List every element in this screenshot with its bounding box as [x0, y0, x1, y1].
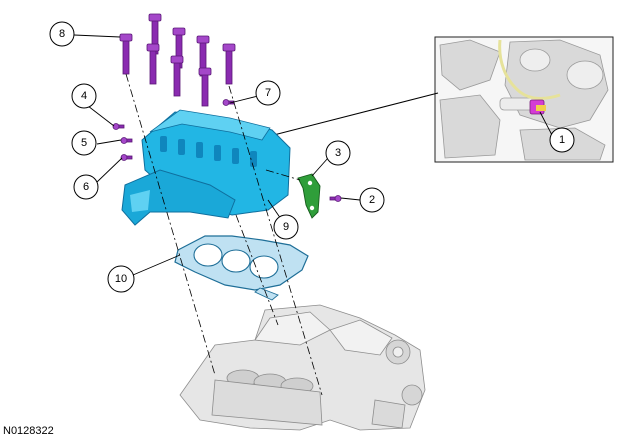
svg-text:2: 2: [369, 194, 375, 206]
svg-text:4: 4: [81, 90, 87, 102]
inset-detail-view: [434, 36, 614, 163]
callout-6: 6: [73, 174, 99, 200]
svg-text:8: 8: [59, 28, 65, 40]
callout-10: 10: [107, 265, 135, 293]
callout-9: 9: [273, 214, 299, 240]
inset-wire: [498, 39, 561, 100]
cylinder-head: [121, 109, 291, 226]
bracket: [297, 173, 321, 219]
small-bolt-5: [120, 137, 133, 144]
callouts: 8 4 5 6 7 3 2 9: [49, 21, 575, 293]
small-bolt-4: [112, 123, 125, 130]
svg-text:1: 1: [559, 134, 565, 146]
bolt: [148, 13, 162, 55]
svg-text:10: 10: [115, 273, 127, 285]
bolt: [146, 43, 160, 85]
callout-leaders: [73, 34, 554, 276]
small-bolt-2: [329, 195, 342, 202]
engine-block: [179, 304, 426, 431]
bolt: [222, 43, 236, 85]
svg-text:9: 9: [283, 221, 289, 233]
callout-4: 4: [71, 83, 97, 109]
callout-1: 1: [549, 127, 575, 153]
svg-text:7: 7: [265, 87, 271, 99]
svg-text:3: 3: [335, 147, 341, 159]
figure-code: N0128322: [3, 425, 54, 437]
bolt: [170, 55, 184, 97]
callout-3: 3: [325, 140, 351, 166]
cylinder-head-bolts: [112, 13, 342, 202]
inset-leader-line: [261, 92, 439, 139]
exhaust-manifold: [121, 169, 236, 226]
callout-8: 8: [49, 21, 75, 47]
svg-text:6: 6: [83, 181, 89, 193]
callout-2: 2: [359, 187, 385, 213]
callout-5: 5: [71, 130, 97, 156]
callout-7: 7: [255, 80, 281, 106]
head-gasket: [174, 235, 309, 301]
sensor-connector: [529, 99, 546, 115]
small-bolt-6: [120, 154, 133, 161]
alignment-lines: [125, 73, 323, 396]
bolt: [119, 33, 133, 75]
bolt: [198, 67, 212, 107]
small-bolt-7: [222, 99, 235, 106]
inset-engine-detail: [439, 39, 609, 161]
svg-text:5: 5: [81, 137, 87, 149]
